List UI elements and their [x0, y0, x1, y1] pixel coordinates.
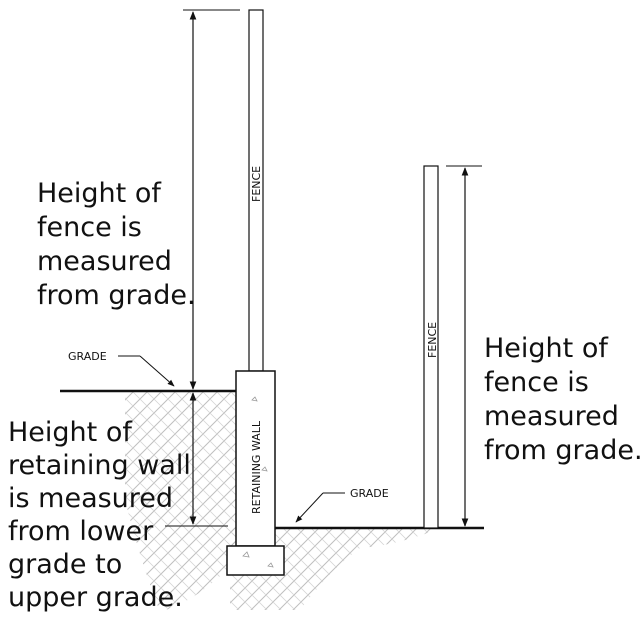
upper-fence-label: FENCE	[250, 166, 263, 202]
note-line: from grade.	[37, 280, 196, 311]
note-line: fence is	[37, 212, 142, 243]
retaining-wall-note: Height of retaining wall is measured fro…	[8, 417, 191, 613]
note-line: from lower	[8, 516, 154, 547]
lower-fence-post	[423, 165, 439, 529]
note-line: retaining wall	[8, 450, 191, 481]
note-line: from grade.	[484, 435, 640, 466]
note-line: is measured	[8, 483, 173, 514]
upper-grade-leader: GRADE	[68, 350, 175, 387]
retaining-wall-dimension	[165, 392, 228, 527]
lower-fence-label: FENCE	[426, 322, 439, 358]
note-line: Height of	[37, 178, 162, 209]
upper-fence-note: Height of fence is measured from grade.	[37, 178, 196, 311]
note-line: fence is	[484, 367, 589, 398]
lower-fence-note: Height of fence is measured from grade.	[484, 333, 640, 466]
upper-grade-label: GRADE	[68, 350, 107, 363]
lower-grade-leader: GRADE	[295, 487, 389, 523]
wall-footing	[226, 545, 285, 576]
lower-fence-dimension	[446, 165, 482, 527]
note-line: measured	[37, 246, 172, 277]
note-line: upper grade.	[8, 582, 183, 613]
note-line: measured	[484, 401, 619, 432]
upper-fence-dimension	[183, 9, 240, 390]
retaining-wall-label: RETAINING WALL	[250, 420, 263, 514]
note-line: Height of	[484, 333, 609, 364]
retaining-wall	[235, 370, 276, 547]
note-line: Height of	[8, 417, 133, 448]
lower-grade-label: GRADE	[350, 487, 389, 500]
note-line: grade to	[8, 549, 122, 580]
concrete-specks	[242, 396, 274, 568]
